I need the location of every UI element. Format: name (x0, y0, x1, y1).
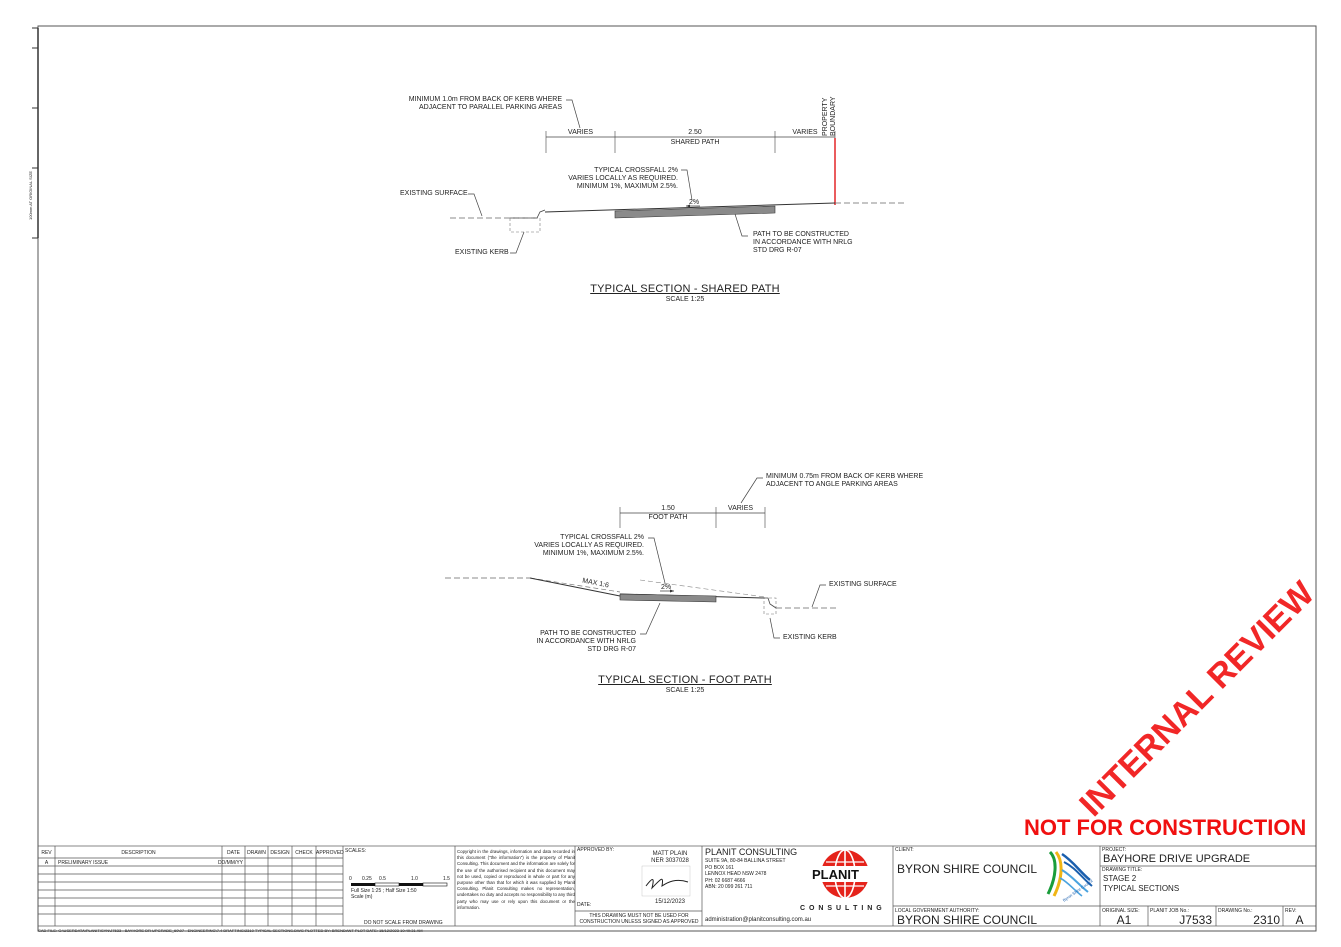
planit-logo-text: PLANIT (812, 867, 859, 882)
lga-name: BYRON SHIRE COUNCIL (897, 913, 1038, 927)
rev-header-check: CHECK (295, 850, 313, 856)
shared-existing-surface: EXISTING SURFACE (400, 190, 468, 197)
shared-crossfall-note: TYPICAL CROSSFALL 2% VARIES LOCALLY AS R… (568, 167, 678, 190)
rev-value: A (1295, 913, 1304, 927)
foot-section-title: TYPICAL SECTION - FOOT PATH (598, 674, 772, 686)
foot-section-scale: SCALE 1:25 (665, 687, 705, 694)
foot-existing-kerb: EXISTING KERB (783, 634, 837, 641)
sheet-border (37, 25, 1317, 932)
rev-label: REV: (1285, 908, 1297, 914)
rev-row-description: PRELIMINARY ISSUE (58, 860, 109, 866)
foot-path-slab (619, 593, 717, 603)
scale-tick-15: 1.5 (443, 876, 450, 882)
foot-dim-varies: VARIES (727, 505, 754, 512)
rev-row-rev: A (44, 860, 49, 866)
shared-path-note: PATH TO BE CONSTRUCTED IN ACCORDANCE WIT… (753, 231, 853, 254)
do-not-scale-note: DO NOT SCALE FROM DRAWING (364, 920, 443, 926)
scale-bar (351, 882, 448, 887)
planit-logo-mark (811, 849, 879, 899)
rev-header-drawn: DRAWN (247, 850, 266, 856)
drawing-no-label: DRAWING No.: (1218, 908, 1253, 914)
lga-label: LOCAL GOVERNMENT AUTHORITY: (895, 908, 980, 914)
shared-slope-label: 2% (689, 199, 700, 206)
rev-header-description: DESCRIPTION (121, 850, 156, 856)
approver-name: MATT PLAIN (652, 851, 688, 857)
title-block-lines (37, 845, 1317, 927)
scale-tick-05: 0.5 (379, 876, 386, 882)
approved-by-label: APPROVED BY: (577, 847, 614, 853)
cad-file-path: CAD FILE: G:\USERDATA\PLANIT\SYN\J7533 -… (38, 928, 423, 933)
foot-path-note: PATH TO BE CONSTRUCTED IN ACCORDANCE WIT… (536, 630, 636, 653)
original-size-label: ORIGINAL SIZE: (1102, 908, 1140, 914)
foot-existing-surface: EXISTING SURFACE (829, 581, 897, 588)
foot-dim-width: 1.50 (661, 505, 675, 512)
client-label: CLIENT: (895, 847, 914, 853)
side-scale-note: 100mm AT ORIGINAL SIZE (28, 170, 33, 220)
shared-section-scale: SCALE 1:25 (665, 296, 705, 303)
shared-dim-varies-left: VARIES (567, 129, 594, 136)
council-logo-mark (1046, 850, 1093, 897)
shared-section-title: TYPICAL SECTION - SHARED PATH (590, 283, 780, 295)
scale-tick-10: 1.0 (411, 876, 418, 882)
shared-path-slab (614, 205, 776, 219)
company-name: PLANIT CONSULTING (705, 847, 798, 857)
shared-dim-width: 2.50 (688, 129, 702, 136)
company-address: SUITE 9A, 80-84 BALLINA STREET PO BOX 16… (705, 858, 786, 890)
signature-mark (645, 878, 689, 890)
job-number: J7533 (1179, 913, 1212, 927)
date-label: DATE: (577, 902, 592, 908)
rev-header-date: DATE (227, 850, 240, 856)
copyright-notice: Copyright in the drawings, information a… (457, 849, 575, 910)
scale-text: Full Size 1:25 ; Half Size 1:50 Scale (m… (351, 888, 417, 900)
property-boundary-label: PROPERTY BOUNDARY (822, 96, 837, 136)
job-label: PLANIT JOB No.: (1150, 908, 1190, 914)
foot-slope-label: 2% (661, 584, 672, 591)
shared-dim-label: SHARED PATH (670, 139, 720, 146)
rev-row-date: DD/MM/YY (218, 860, 243, 866)
foot-crossfall-note: TYPICAL CROSSFALL 2% VARIES LOCALLY AS R… (534, 534, 644, 557)
drawing-title: STAGE 2 TYPICAL SECTIONS (1103, 874, 1180, 893)
shared-dim-varies-right: VARIES (792, 129, 818, 136)
shared-existing-kerb: EXISTING KERB (455, 249, 509, 256)
scales-label: SCALES: (345, 848, 367, 854)
planit-logo-sub: C O N S U L T I N G (800, 905, 883, 912)
construction-note: THIS DRAWING MUST NOT BE USED FOR CONSTR… (579, 913, 699, 925)
company-email: administration@planitconsulting.com.au (705, 917, 812, 923)
foot-path-section (445, 477, 838, 639)
drawing-title-label: DRAWING TITLE: (1102, 867, 1143, 873)
approver-id: NER 3037028 (651, 858, 689, 864)
rev-header-rev: REV (41, 850, 52, 856)
drawing-number: 2310 (1253, 913, 1280, 927)
client-name: BYRON SHIRE COUNCIL (897, 862, 1038, 876)
original-size: A1 (1116, 913, 1132, 927)
shared-path-section (450, 99, 905, 254)
rev-header-approved: APPROVED (316, 850, 344, 856)
project-label: PROJECT: (1102, 847, 1127, 853)
project-name: BAYHORE DRIVE UPGRADE (1103, 853, 1251, 865)
approved-date: 15/12/2023 (654, 899, 686, 905)
not-for-construction-stamp: NOT FOR CONSTRUCTION (1024, 815, 1307, 840)
scale-tick-0: 0 (349, 876, 352, 882)
shared-min-note: MINIMUM 1.0m FROM BACK OF KERB WHERE ADJ… (408, 96, 562, 111)
foot-dim-label: FOOT PATH (648, 514, 688, 521)
scale-tick-025: 0.25 (362, 876, 372, 882)
foot-min-note: MINIMUM 0.75m FROM BACK OF KERB WHERE AD… (766, 473, 924, 488)
rev-header-design: DESIGN (270, 850, 290, 856)
